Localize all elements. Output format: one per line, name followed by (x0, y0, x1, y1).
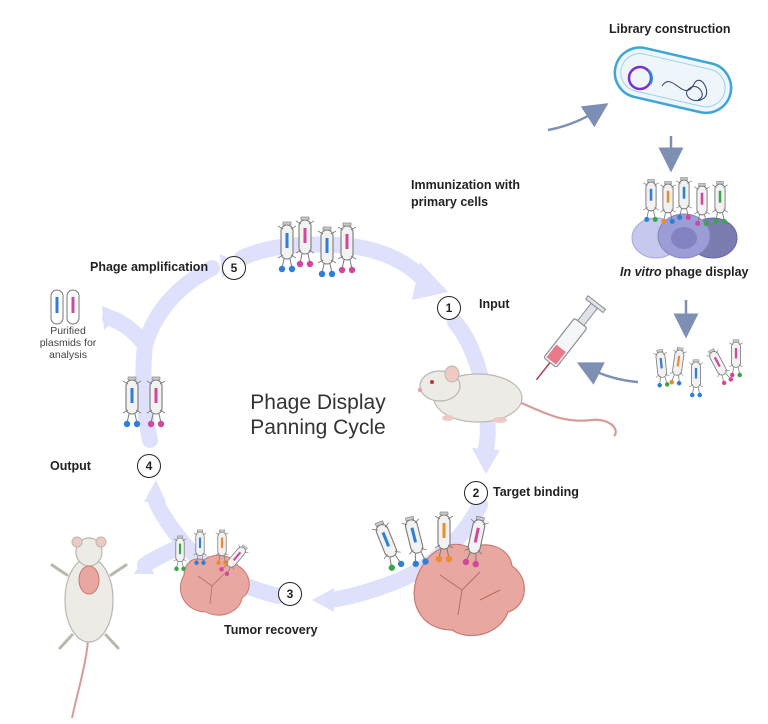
label-invitro: In vitro phage display (620, 265, 749, 279)
label-target-binding: Target binding (493, 485, 579, 499)
step-marker-4: 4 (137, 454, 161, 478)
tumor-icon-recovery (179, 554, 250, 616)
purified-line-1: Purified (50, 325, 86, 337)
step-marker-2: 2 (464, 481, 488, 505)
label-immunization-2: primary cells (411, 195, 489, 209)
mouse-icon (417, 365, 617, 437)
label-tumor-recovery: Tumor recovery (224, 623, 318, 637)
bacterium-icon (613, 46, 733, 115)
phage-group-output (122, 376, 166, 428)
label-invitro-rest: phage display (661, 265, 749, 279)
step-marker-3: 3 (278, 582, 302, 606)
phage-group-amplification (277, 216, 357, 278)
label-input: Input (479, 297, 510, 311)
syringe-icon (535, 295, 607, 381)
phage-group-free (652, 339, 744, 398)
phage-group-binding (369, 511, 490, 571)
tumor-icon (413, 543, 525, 637)
label-immunization-1: Immunization with (411, 178, 521, 192)
purified-line-3: analysis (49, 349, 87, 361)
label-library-construction: Library construction (609, 22, 731, 36)
plasmid-icon (50, 289, 80, 325)
label-output: Output (50, 459, 91, 473)
step-marker-1: 1 (437, 296, 461, 320)
page-title: Phage Display Panning Cycle (228, 390, 408, 440)
label-phage-amplification: Phage amplification (90, 260, 209, 274)
label-invitro-italic: In vitro (620, 265, 662, 279)
purified-line-2: plasmids for (39, 337, 97, 349)
step-marker-5: 5 (222, 256, 246, 280)
phage-group-recovery (173, 529, 251, 577)
phage-group-invitro (642, 176, 729, 226)
label-purified-plasmids: Purified plasmids for analysis (36, 325, 100, 361)
title-line-1: Phage Display (250, 391, 386, 414)
title-line-2: Panning Cycle (250, 416, 386, 439)
mouse-dissected-icon (50, 536, 128, 719)
flow-arrows (547, 103, 699, 385)
